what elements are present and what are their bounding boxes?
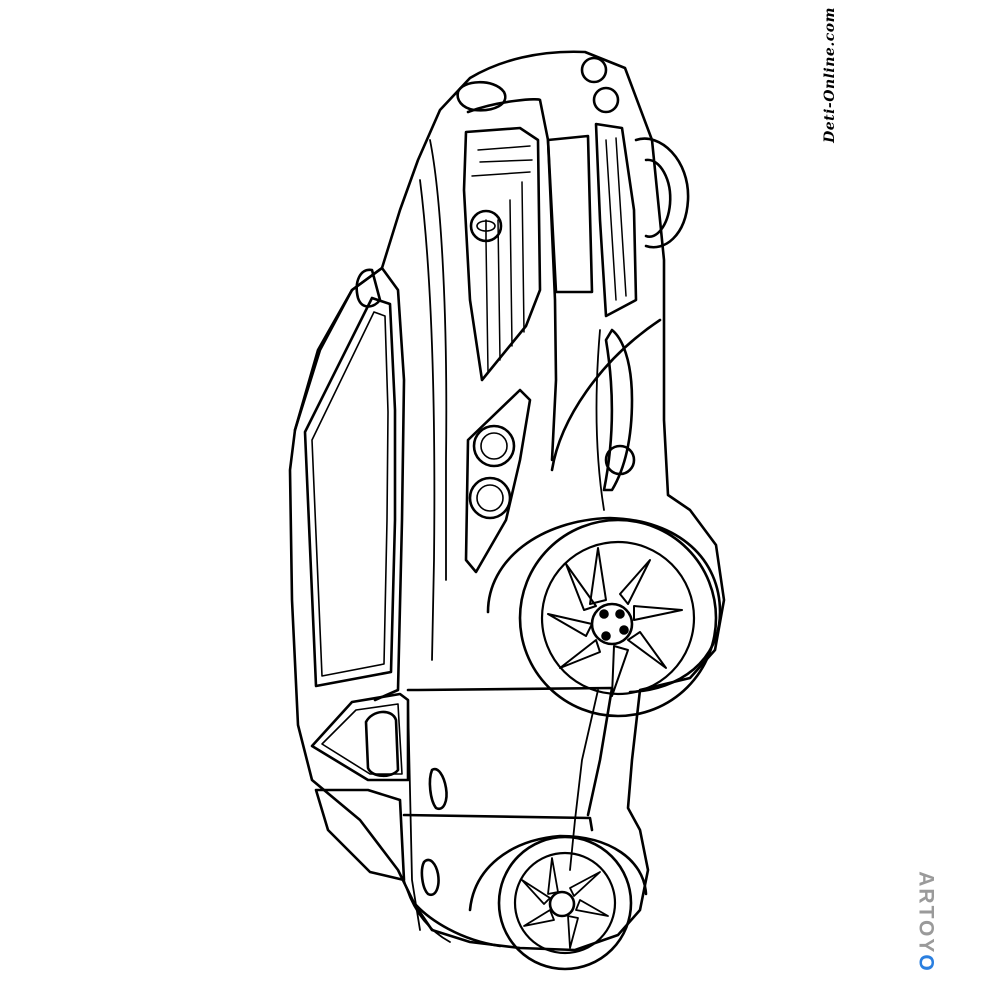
watermark-bottom: ARTOYO — [906, 862, 946, 982]
grille-slat-7 — [472, 172, 530, 176]
front-hub-bolt-2 — [617, 611, 624, 618]
front-wheel-spokes — [548, 548, 682, 696]
side-window-inner — [312, 312, 388, 676]
right-grille-block — [596, 124, 636, 316]
headlight-lens-1 — [474, 426, 514, 466]
rear-wheel-arch — [470, 836, 646, 910]
rear-tire-inner — [515, 853, 615, 953]
headlight-lens-2-inner — [477, 485, 503, 511]
nose-lamp — [458, 82, 506, 110]
grille-outline — [464, 128, 540, 380]
rear-door-window — [316, 790, 404, 880]
right-grille-line-1 — [606, 140, 616, 300]
hood-crease-2 — [420, 180, 434, 660]
front-tire — [520, 520, 716, 716]
watermark-bottom-text: ARTOYO — [914, 871, 938, 972]
watermark-bottom-prefix: ARTOY — [915, 871, 938, 955]
front-hub-bolt-4 — [603, 633, 610, 640]
small-mirror-window — [366, 712, 398, 776]
car-body-outline — [290, 52, 724, 950]
watermark-bottom-suffix: O — [915, 954, 938, 973]
license-plate-area — [548, 136, 592, 292]
rear-tire — [499, 837, 631, 969]
door-handle-front — [430, 769, 447, 809]
rear-tail-detail — [404, 880, 450, 942]
top-lamp-2 — [594, 88, 618, 112]
front-bumper-lower — [604, 330, 632, 490]
door-seam-2 — [404, 815, 592, 830]
watermark-top: Deti-Online.com — [812, 7, 848, 143]
grille-slat-5 — [510, 200, 512, 346]
front-hub-bolt-3 — [621, 627, 628, 634]
front-hub — [592, 604, 632, 644]
sill-line — [570, 690, 598, 870]
side-window-glass — [305, 298, 395, 686]
headlight-lens-2 — [470, 478, 510, 518]
wheel-arch-top — [636, 139, 688, 248]
hood-center-line — [468, 99, 556, 460]
front-fender-line — [552, 320, 660, 470]
belt-line — [408, 700, 420, 930]
rear-hub — [550, 892, 574, 916]
headlight-housing — [466, 390, 530, 572]
brand-emblem — [471, 211, 501, 241]
door-handle-rear — [422, 860, 439, 895]
right-grille-line-2 — [616, 138, 626, 296]
grille-slat-6 — [522, 182, 524, 332]
bumper-curve — [597, 330, 604, 510]
watermark-top-text: Deti-Online.com — [822, 7, 839, 143]
grille-slat-2 — [480, 160, 532, 162]
grille-slat-1 — [478, 146, 530, 150]
top-lamp-1 — [582, 58, 606, 82]
rear-bumper — [416, 905, 500, 946]
rear-wheel-spokes — [522, 858, 608, 948]
grille-slat-3 — [486, 240, 488, 372]
fog-lamp — [606, 446, 634, 474]
side-mirror — [357, 270, 380, 307]
roof-line — [295, 268, 404, 700]
hood-crease-1 — [430, 140, 446, 580]
headlight-lens-1-inner — [481, 433, 507, 459]
grille-slat-4 — [498, 220, 500, 360]
front-wheel-arch — [488, 518, 720, 692]
door-seam-1 — [408, 688, 612, 815]
front-tire-inner — [542, 542, 694, 694]
front-side-window-inner — [322, 704, 402, 774]
wheel-top — [646, 160, 670, 237]
front-hub-bolt-1 — [601, 611, 608, 618]
